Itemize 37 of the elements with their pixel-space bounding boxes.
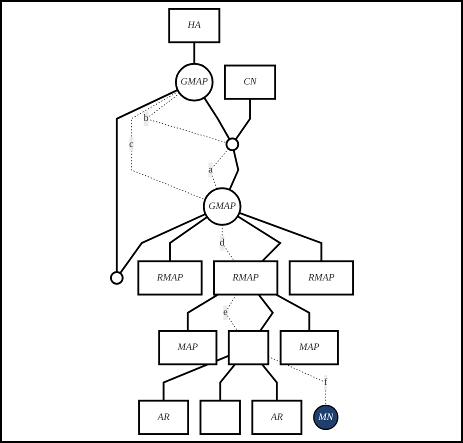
node-box: CN	[224, 64, 276, 100]
edge-label: f	[324, 376, 327, 388]
edge-label: d	[219, 238, 224, 248]
connector	[202, 97, 230, 140]
connector	[228, 150, 239, 190]
edge-label: b	[143, 113, 148, 124]
node-box: RMAP	[288, 260, 354, 296]
connector	[236, 216, 282, 262]
connector	[118, 213, 206, 274]
connector	[218, 364, 236, 401]
connector	[162, 354, 229, 401]
connector	[115, 89, 178, 272]
edge-label: a	[208, 164, 212, 175]
node-box: RMAP	[212, 260, 278, 296]
connector	[238, 212, 322, 262]
node-box: HA	[168, 8, 220, 44]
connector	[186, 294, 218, 331]
connector	[260, 364, 278, 401]
node-box: MAP	[279, 330, 338, 366]
edge-label: c	[128, 138, 134, 150]
connector	[168, 216, 208, 262]
node-box: AR	[250, 400, 302, 435]
node-circle: MN	[312, 404, 338, 430]
node-circle	[110, 271, 124, 285]
connector	[192, 42, 195, 64]
node-box: AR	[138, 400, 189, 435]
node-box: RMAP	[136, 260, 202, 296]
connector	[130, 91, 205, 200]
node-box	[227, 330, 269, 366]
connector	[234, 98, 250, 140]
node-box: MAP	[158, 330, 217, 366]
node-circle: GMAP	[202, 187, 241, 226]
node-circle: GMAP	[174, 62, 214, 102]
connector	[275, 294, 310, 331]
node-box	[199, 400, 240, 435]
node-circle	[225, 138, 239, 152]
edge-label: e	[222, 307, 228, 318]
